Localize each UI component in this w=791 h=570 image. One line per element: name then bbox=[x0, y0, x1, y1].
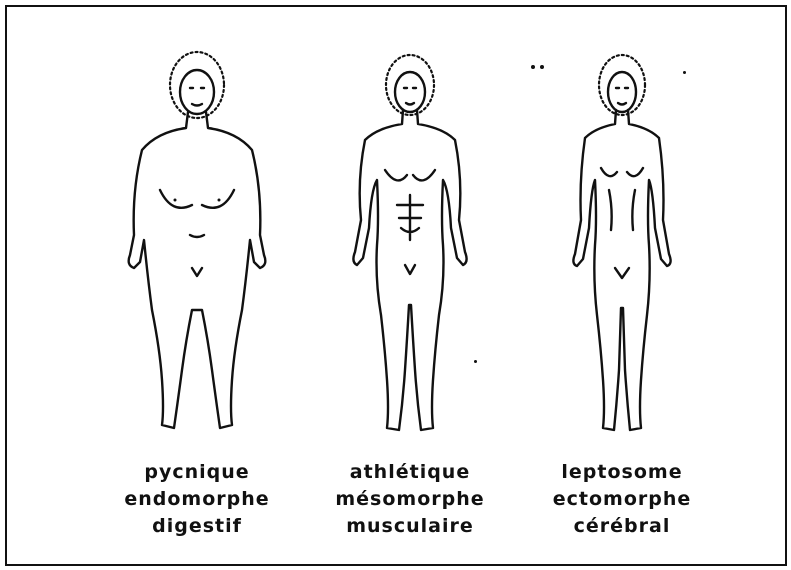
type-morph: mésomorphe bbox=[310, 486, 510, 513]
type-temperament: musculaire bbox=[310, 513, 510, 540]
caption-pycnique: pycnique endomorphe digestif bbox=[97, 459, 297, 540]
print-speck bbox=[683, 71, 686, 74]
print-speck bbox=[531, 65, 535, 69]
type-name: pycnique bbox=[97, 459, 297, 486]
print-speck bbox=[540, 65, 544, 69]
print-speck bbox=[474, 360, 477, 363]
figure-pycnique bbox=[112, 40, 282, 440]
type-morph: ectomorphe bbox=[522, 486, 722, 513]
caption-leptosome: leptosome ectomorphe cérébral bbox=[522, 459, 722, 540]
type-name: leptosome bbox=[522, 459, 722, 486]
caption-athletique: athlétique mésomorphe musculaire bbox=[310, 459, 510, 540]
diagram-frame: pycnique endomorphe digestif athlétique … bbox=[5, 5, 787, 566]
type-temperament: cérébral bbox=[522, 513, 722, 540]
figure-leptosome bbox=[537, 40, 707, 440]
figure-athletique bbox=[325, 40, 495, 440]
type-morph: endomorphe bbox=[97, 486, 297, 513]
type-temperament: digestif bbox=[97, 513, 297, 540]
type-name: athlétique bbox=[310, 459, 510, 486]
